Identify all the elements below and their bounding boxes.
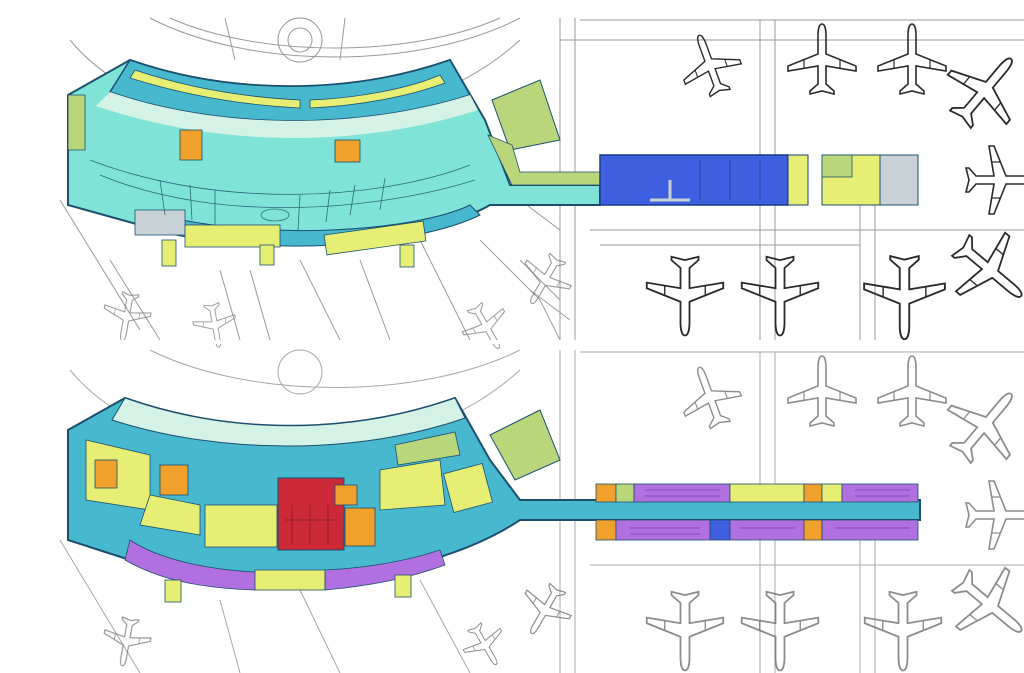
aircraft-icon xyxy=(670,24,749,104)
aircraft-icon xyxy=(98,613,155,671)
aircraft-icon xyxy=(740,255,820,337)
aircraft-icon xyxy=(935,550,1024,662)
upper-level-plan xyxy=(59,17,1024,361)
aircraft-icon xyxy=(863,590,943,672)
aircraft-icon xyxy=(455,615,516,673)
aircraft-icon xyxy=(670,356,749,436)
upper-terminal-building xyxy=(67,58,601,268)
aircraft-icon xyxy=(930,33,1024,145)
aircraft-icon xyxy=(965,145,1024,215)
aircraft-icon xyxy=(645,255,725,337)
aircraft-icon xyxy=(98,288,155,346)
aircraft-icon xyxy=(645,590,725,672)
aircraft-icon xyxy=(930,368,1024,480)
lower-satellite-concourse xyxy=(595,483,919,541)
aircraft-icon xyxy=(508,574,581,647)
upper-satellite-concourse xyxy=(599,154,919,206)
lower-terminal-building xyxy=(67,396,921,603)
aircraft-icon xyxy=(877,23,947,95)
aircraft-icon xyxy=(740,590,820,672)
aircraft-icon xyxy=(863,255,946,341)
aircraft-icon xyxy=(787,355,857,427)
aircraft-icon xyxy=(935,215,1024,327)
aircraft-icon xyxy=(787,23,857,95)
aircraft-icon xyxy=(965,480,1024,550)
lower-level-plan xyxy=(59,349,1024,673)
aircraft-icon xyxy=(877,355,947,427)
